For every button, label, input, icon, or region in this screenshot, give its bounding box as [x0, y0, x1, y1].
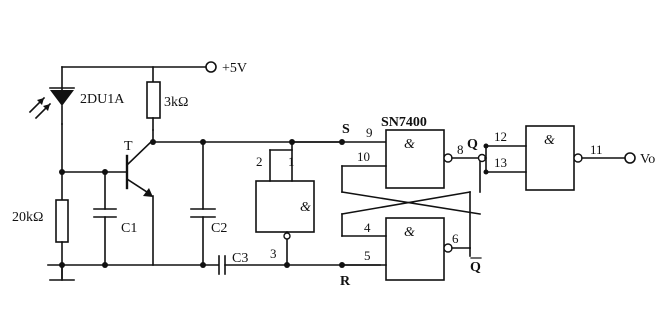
gate-1-pin-1: 1	[288, 154, 295, 169]
supply-rail: +5V	[61, 61, 247, 76]
c3-label: C3	[232, 251, 248, 266]
gate-2: & 9 10 8	[341, 125, 483, 189]
gate-4-pin-11: 11	[590, 142, 603, 157]
gate-3-pin-4: 4	[364, 220, 371, 235]
gate-2-pin-10: 10	[357, 149, 370, 164]
gate-1-pin-3: 3	[270, 246, 277, 261]
supply-terminal	[205, 61, 217, 73]
gate-3: & 4 5 6 Q	[341, 217, 482, 281]
cross-coupling	[341, 157, 481, 249]
gate-4: & 12 13 11 Vo	[485, 125, 655, 191]
gate-3-pin-6: 6	[452, 231, 459, 246]
gate-1: & 1 2 3	[255, 139, 315, 266]
photodiode: 2DU1A	[28, 66, 125, 125]
gate-4-pin-13: 13	[494, 155, 507, 170]
supply-label: +5V	[222, 61, 247, 76]
gate-2-pin-9: 9	[366, 125, 373, 140]
gate-3-symbol: &	[404, 225, 415, 240]
gate-4-pin-12: 12	[494, 129, 507, 144]
gate-3-pin-5: 5	[364, 248, 371, 263]
c1-label: C1	[121, 221, 137, 236]
resistor-20k-label: 20kΩ	[12, 210, 43, 225]
transistor-label: T	[124, 139, 133, 154]
base-network: 20kΩ C1	[12, 123, 137, 279]
reset-label: R	[340, 274, 351, 289]
resistor-3k-label: 3kΩ	[164, 95, 188, 110]
set-label: S	[342, 122, 350, 137]
output-label: Vo	[640, 152, 655, 167]
light-arrows-icon	[28, 96, 52, 120]
gate-2-symbol: &	[404, 137, 415, 152]
transistor: T	[124, 129, 156, 266]
c2-label: C2	[211, 221, 227, 236]
photodiode-label: 2DU1A	[80, 92, 125, 107]
output-terminal	[624, 152, 636, 164]
gate-1-pin-2: 2	[256, 154, 263, 169]
gate-1-symbol: &	[300, 200, 311, 215]
ground-rail: C3 R	[47, 251, 381, 289]
q-bar-label: Q	[470, 260, 481, 275]
ic-label: SN7400	[381, 115, 427, 130]
q-label: Q	[467, 137, 478, 152]
gate-2-pin-8: 8	[457, 142, 464, 157]
gate-4-symbol: &	[544, 133, 555, 148]
resistor-3k: 3kΩ	[146, 66, 188, 131]
